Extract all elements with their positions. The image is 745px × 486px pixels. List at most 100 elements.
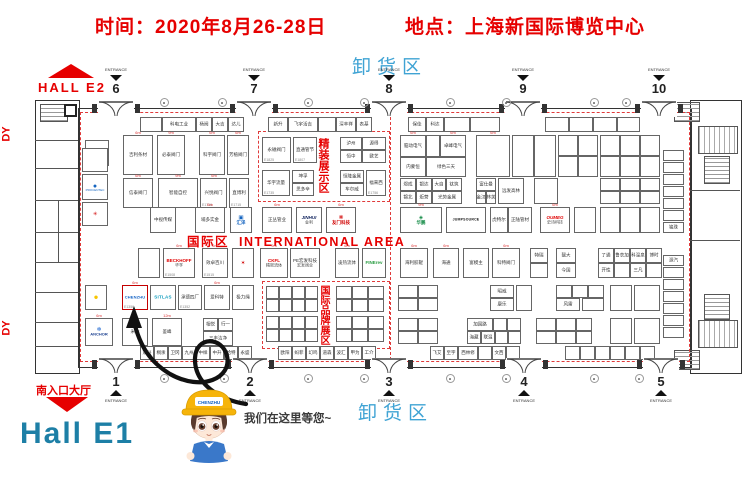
booth: ●PROCENTEC [82, 174, 108, 200]
entrance-word: ENTRANCE [511, 67, 534, 72]
booth [336, 299, 352, 312]
booth [536, 331, 556, 344]
booth: JUMPSOURCE [446, 207, 486, 233]
annex-divider [690, 240, 740, 241]
booth: 海藏 [467, 331, 481, 344]
annex-divider [35, 262, 78, 263]
entrance-door-icon [641, 101, 677, 117]
entrance-word: ENTRANCE [377, 398, 400, 403]
booth: 思多辛 [292, 183, 314, 196]
door-swing-icon [590, 374, 599, 383]
entrance-number: 6 [112, 81, 120, 96]
booth: ✳ [82, 202, 108, 226]
wall-pillar [680, 360, 685, 369]
booth [398, 285, 418, 298]
booth [640, 156, 660, 177]
booth [368, 286, 384, 299]
booth [640, 178, 660, 191]
entrance-arrow-icon [383, 75, 395, 81]
booth: 联温 [481, 331, 495, 344]
booth [569, 117, 593, 132]
booth: 卫冈 [168, 346, 182, 360]
annex-divider [35, 292, 78, 293]
entrance-door-icon [371, 101, 407, 117]
booth: 波汇 [334, 346, 348, 360]
annex-divider [35, 140, 78, 141]
booth [495, 331, 508, 344]
international-area-en: INTERNATIONAL AREA [238, 235, 406, 249]
entrance-door-icon [506, 358, 542, 374]
booth: 米佑 [122, 318, 148, 346]
booth [578, 156, 598, 177]
south-entrance-hall-label: 南入口大厅 [36, 385, 91, 397]
booth [266, 299, 279, 312]
booth [572, 285, 588, 298]
booth: 煜成 [400, 178, 416, 191]
booth: 大自 [432, 178, 446, 191]
booth [545, 117, 569, 132]
booth: 欧艺 [362, 150, 386, 163]
booth: 飞艾 [430, 346, 444, 360]
booth: 深丰祥 [336, 117, 356, 132]
booth [279, 316, 292, 329]
booth [82, 148, 108, 172]
booth: 内蒙恒 [400, 157, 426, 177]
booth: 炬营 [416, 191, 432, 204]
entrance-door-icon [98, 101, 134, 117]
entrance-door-icon [236, 101, 272, 117]
booth [398, 318, 418, 331]
booth [507, 318, 521, 331]
booth [620, 178, 640, 191]
booth: 开性 [598, 263, 614, 278]
booth [138, 248, 160, 278]
booth: 九州 [182, 346, 196, 360]
right-annex-outline [690, 100, 742, 374]
booth: 甲为 [348, 346, 362, 360]
booth: 鲁衣加 [614, 248, 630, 263]
booth [336, 316, 352, 329]
booth [516, 285, 532, 311]
booth [620, 207, 640, 233]
booth: 绿色三天 [426, 157, 466, 177]
wall-pillar [408, 104, 413, 113]
entrance-arrow-icon [653, 75, 665, 81]
booth [470, 117, 500, 132]
booth [600, 191, 620, 204]
booth [368, 316, 384, 329]
booth: 光势金属 [432, 191, 462, 204]
wall-pillar [678, 104, 683, 113]
entrance-number: 10 [651, 81, 667, 96]
entrance-arrow-icon [110, 75, 122, 81]
wall-pillar [92, 104, 97, 113]
entrance-number: 8 [385, 81, 393, 96]
booth [292, 299, 305, 312]
door-swing-icon [304, 374, 313, 383]
booth [318, 117, 336, 132]
booth [305, 299, 318, 312]
booth [426, 135, 440, 157]
booth [580, 346, 595, 360]
entrance-number: 7 [250, 81, 258, 96]
booth: 林芙 [486, 191, 496, 204]
booth [292, 329, 305, 342]
wall-pillar [635, 104, 640, 113]
entrance-arrow-icon [517, 75, 529, 81]
booth [620, 191, 640, 204]
entrance-arrow-icon [110, 389, 122, 396]
booth: 科电工业 [162, 117, 196, 132]
wall-pillar [135, 360, 140, 369]
booth [600, 156, 620, 177]
